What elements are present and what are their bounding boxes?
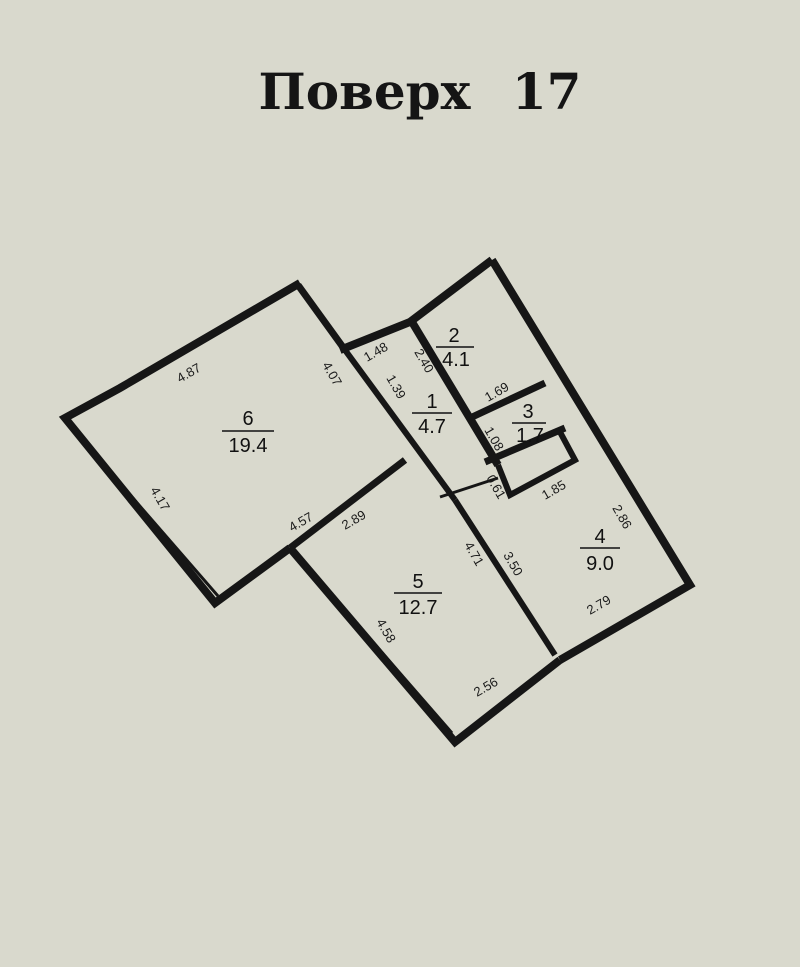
wall-bath-left [408,319,502,468]
dim-label: 4.87 [174,360,203,386]
entrance-door [359,325,399,343]
room-area: 9.0 [586,553,614,575]
wall-6-5 [287,457,408,551]
dim-label: 2.86 [609,502,635,531]
wall-top [338,256,495,354]
dim-label: 2.79 [584,592,613,618]
dim-label: 4.58 [373,616,399,645]
room-area: 19.4 [229,435,268,457]
room-number: 1 [426,391,437,413]
room-area: 12.7 [399,597,438,619]
room-2: 2 4.1 [436,325,474,371]
walls [58,256,696,748]
wall-1-6 [342,348,458,502]
dim-label: 4.17 [147,484,173,513]
dim-label: 1.39 [383,372,409,401]
window-room5 [295,554,454,734]
wall-shaft [495,430,580,500]
room-area: 4.1 [442,349,470,371]
wall-2-3 [468,379,547,422]
floor-title: Поверх 17 [258,62,582,121]
wall-3-shaft [483,424,567,466]
room-1: 1 4.7 [412,391,452,438]
room-4: 4 9.0 [580,526,620,575]
room-number: 2 [448,325,459,347]
room-labels: 6 19.4 1 4.7 2 4.1 3 1.7 4 9.0 5 12.7 [222,325,620,619]
room-area: 1.7 [516,425,544,447]
room-3: 3 1.7 [512,401,546,447]
wall-4-5 [452,498,558,657]
wall-room6-outer [58,279,303,609]
wall-right [488,257,696,664]
room-area: 4.7 [418,416,446,438]
door-4 [439,476,499,499]
wall-corridor [295,282,348,353]
dim-label: 2.56 [471,674,500,700]
dim-label: 4.07 [319,359,345,388]
room-number: 4 [594,526,605,548]
room-number: 6 [242,408,253,430]
dim-label: 1.85 [539,477,568,503]
room-number: 3 [522,401,533,423]
window-room6 [70,427,220,597]
room-number: 5 [412,571,423,593]
room-5: 5 12.7 [394,571,442,619]
dimension-labels: 4.87 4.17 4.07 1.48 2.40 1.69 1.39 1.08 … [147,339,635,700]
wall-room5-outer [286,545,563,748]
room-6: 6 19.4 [222,408,274,457]
